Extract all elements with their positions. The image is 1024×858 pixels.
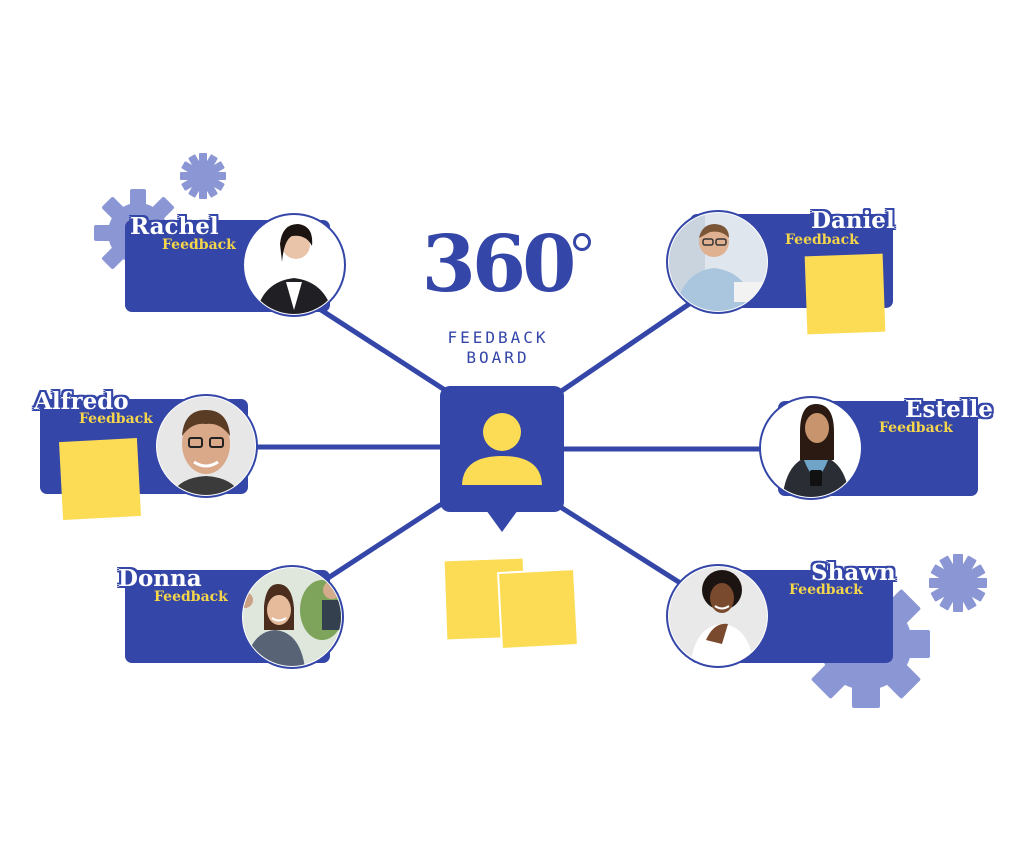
person-label-rachel: Feedback — [162, 237, 236, 253]
board-subtitle-feedback: FEEDBACK — [447, 328, 549, 347]
person-name-shawn: Shawn — [811, 559, 896, 586]
person-name-alfredo: Alfredo — [34, 388, 129, 415]
sticky-note-alfredo — [59, 438, 141, 520]
connector-donna — [322, 502, 443, 583]
person-name-rachel: Rachel — [130, 213, 219, 240]
person-name-daniel: Daniel — [811, 207, 895, 234]
user-icon — [462, 413, 542, 485]
gear-decoration-bottom-right-small — [929, 554, 987, 612]
connector-lines — [252, 297, 765, 589]
degree-symbol — [573, 233, 591, 251]
sticky-note-center-front — [497, 568, 579, 650]
center-hub[interactable] — [440, 386, 564, 532]
person-name-donna: Donna — [118, 565, 202, 592]
person-name-estelle: Estelle — [905, 396, 993, 423]
connector-rachel — [315, 305, 451, 395]
avatar-alfredo — [154, 394, 258, 498]
person-label-alfredo: Feedback — [79, 411, 153, 427]
connector-daniel — [557, 297, 698, 395]
person-label-daniel: Feedback — [785, 232, 859, 248]
avatar-daniel — [666, 210, 770, 314]
board-title-number: 360 — [421, 219, 577, 310]
person-label-estelle: Feedback — [879, 420, 953, 436]
avatar-estelle — [759, 396, 863, 500]
gear-decoration-top-left-small — [180, 153, 226, 199]
connector-shawn — [559, 505, 688, 589]
person-label-shawn: Feedback — [789, 582, 863, 598]
person-label-donna: Feedback — [154, 589, 228, 605]
board-subtitle-board: BOARD — [466, 348, 530, 367]
avatar-rachel — [242, 213, 346, 317]
sticky-note-daniel — [804, 253, 886, 335]
avatar-shawn — [666, 564, 770, 668]
